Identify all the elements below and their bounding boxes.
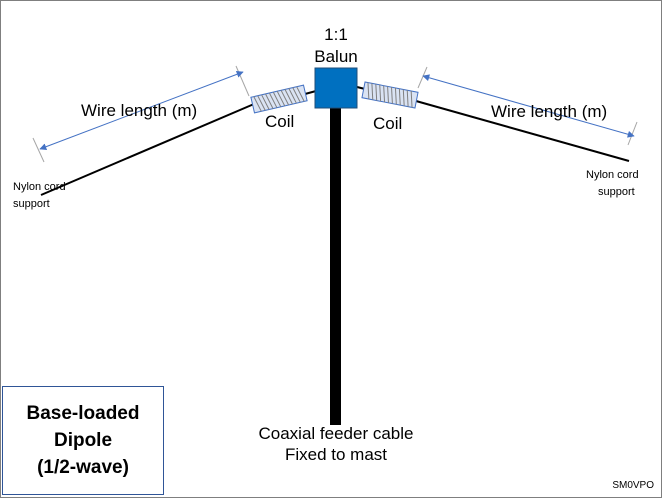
feeder-label-line2: Fixed to mast xyxy=(285,445,387,464)
right-dim-tick-inner xyxy=(417,66,428,89)
balun-ratio-label: 1:1 xyxy=(324,25,348,44)
right-dim-tick-outer xyxy=(627,121,638,146)
left-wire-length-arrow xyxy=(39,70,244,151)
title-box: Base-loaded Dipole (1/2-wave) xyxy=(2,386,164,495)
credit-label: SM0VPO xyxy=(612,480,654,491)
left-inner-wire xyxy=(304,90,317,95)
left-wire-length-label: Wire length (m) xyxy=(81,101,197,120)
right-coil xyxy=(361,81,419,109)
right-support-label-line2: support xyxy=(598,186,635,198)
right-coil-winding xyxy=(367,82,413,108)
left-support-label-line2: support xyxy=(13,198,50,210)
left-dim-tick-outer xyxy=(32,137,45,163)
coax-feeder-cable xyxy=(330,105,341,425)
right-wire-length-label: Wire length (m) xyxy=(491,102,607,121)
left-coil-winding xyxy=(253,86,305,112)
title-line-3: (1/2-wave) xyxy=(37,457,129,478)
right-wire-length-arrow xyxy=(422,74,635,138)
title-line-1: Base-loaded xyxy=(26,403,140,424)
right-coil-label: Coil xyxy=(373,114,402,133)
left-support-label-line1: Nylon cord xyxy=(13,181,66,193)
title-line-2: Dipole xyxy=(53,430,113,451)
left-coil xyxy=(250,84,308,114)
left-coil-label: Coil xyxy=(265,112,294,131)
balun-label: Balun xyxy=(314,47,357,66)
feeder-label-line1: Coaxial feeder cable xyxy=(259,424,414,443)
right-support-label-line1: Nylon cord xyxy=(586,169,639,181)
balun-box xyxy=(314,67,358,109)
left-dim-tick-inner xyxy=(235,65,250,97)
